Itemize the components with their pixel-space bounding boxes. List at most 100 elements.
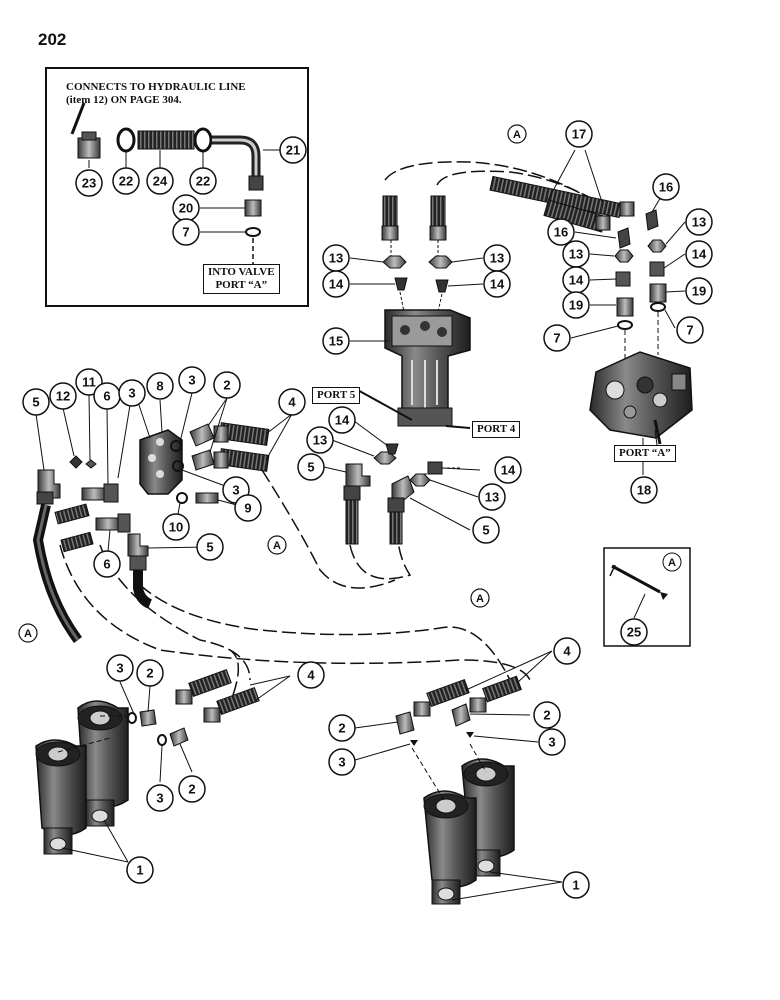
callout-number: 5 — [32, 395, 39, 410]
callout-3: 3 — [178, 366, 206, 394]
callout-3: 3 — [146, 784, 174, 812]
callout-number: 17 — [572, 127, 586, 142]
callout-number: 14 — [692, 247, 707, 262]
callout-number: 7 — [553, 331, 560, 346]
callout-14: 14 — [328, 406, 356, 434]
svg-text:A: A — [24, 628, 32, 640]
callout-24: 24 — [146, 167, 174, 195]
callout-22: 22 — [189, 167, 217, 195]
callout-5: 5 — [297, 453, 325, 481]
callout-3: 3 — [118, 379, 146, 407]
callout-2: 2 — [328, 714, 356, 742]
callout-5: 5 — [22, 388, 50, 416]
callout-15: 15 — [322, 327, 350, 355]
callout-number: 25 — [627, 625, 641, 640]
hose-24 — [137, 130, 195, 150]
ref-marker-a: A — [470, 588, 490, 608]
callout-number: 14 — [335, 413, 350, 428]
callout-number: 2 — [146, 666, 153, 681]
cylinder-left-fittings — [119, 668, 291, 783]
callout-number: 22 — [119, 174, 133, 189]
callout-8: 8 — [146, 372, 174, 400]
callout-number: 20 — [179, 201, 193, 216]
callout-7: 7 — [543, 324, 571, 352]
callout-number: 24 — [153, 174, 168, 189]
cylinder-pair-left — [35, 700, 132, 863]
callout-number: 16 — [659, 180, 673, 195]
callout-number: 6 — [103, 389, 110, 404]
svg-text:A: A — [273, 540, 281, 552]
callout-7: 7 — [172, 218, 200, 246]
callout-number: 3 — [116, 661, 123, 676]
note-into-valve-port-a: INTO VALVE PORT “A” — [203, 264, 280, 294]
callout-5: 5 — [196, 533, 224, 561]
callout-3: 3 — [328, 748, 356, 776]
callout-16: 16 — [547, 218, 575, 246]
callout-number: 12 — [56, 389, 70, 404]
label-port-a: PORT “A” — [614, 445, 676, 462]
hose-clamp-22b — [193, 127, 213, 153]
callout-5: 5 — [472, 516, 500, 544]
line-routing-dashed — [59, 161, 613, 696]
hose-fittings-top-center — [349, 195, 484, 313]
o-ring-7-inset — [245, 227, 261, 237]
adapter-fitting-23 — [77, 131, 101, 159]
callout-number: 23 — [82, 176, 96, 191]
callout-4: 4 — [553, 637, 581, 665]
reference-markers: A A A A A — [18, 124, 682, 643]
note-line-2: (item 12) ON PAGE 304. — [66, 94, 182, 106]
callout-2: 2 — [178, 775, 206, 803]
callout-9: 9 — [234, 494, 262, 522]
callout-19: 19 — [685, 277, 713, 305]
callout-22: 22 — [112, 167, 140, 195]
callout-13: 13 — [322, 244, 350, 272]
callout-13: 13 — [306, 426, 334, 454]
callout-10: 10 — [162, 513, 190, 541]
callout-number: 2 — [188, 782, 195, 797]
callout-number: 21 — [286, 143, 300, 158]
callout-3: 3 — [106, 654, 134, 682]
label-port-5: PORT 5 — [312, 387, 361, 404]
callout-number: 2 — [338, 721, 345, 736]
callout-number: 3 — [188, 373, 195, 388]
callout-21: 21 — [279, 136, 307, 164]
callout-number: 19 — [692, 284, 706, 299]
callout-18: 18 — [630, 476, 658, 504]
fitting-20 — [244, 199, 262, 217]
callout-number: 6 — [103, 557, 110, 572]
callout-number: 14 — [329, 277, 344, 292]
label-port-4: PORT 4 — [472, 421, 521, 438]
callout-20: 20 — [172, 194, 200, 222]
callout-16: 16 — [652, 173, 680, 201]
callout-number: 2 — [543, 708, 550, 723]
right-fittings-stack — [570, 189, 686, 360]
callout-12: 12 — [49, 382, 77, 410]
callout-number: 14 — [490, 277, 505, 292]
inset-ref-marker-a: A — [662, 552, 682, 572]
callout-2: 2 — [136, 659, 164, 687]
callout-14: 14 — [322, 270, 350, 298]
callout-number: 13 — [490, 251, 504, 266]
callout-2: 2 — [533, 701, 561, 729]
callout-number: 4 — [563, 644, 571, 659]
callout-number: 3 — [232, 483, 239, 498]
callout-number: 16 — [554, 225, 568, 240]
callout-7: 7 — [676, 316, 704, 344]
callout-1: 1 — [562, 871, 590, 899]
tube-21 — [212, 135, 261, 176]
inset-tie-wrap — [603, 547, 691, 647]
callout-number: 5 — [482, 523, 489, 538]
valve-line-2: PORT “A” — [215, 279, 268, 291]
callout-number: 13 — [329, 251, 343, 266]
callout-3: 3 — [538, 728, 566, 756]
callout-13: 13 — [685, 208, 713, 236]
note-line-1: CONNECTS TO HYDRAULIC LINE — [66, 81, 246, 93]
callout-number: 8 — [156, 379, 163, 394]
callout-number: 5 — [307, 460, 314, 475]
callout-14: 14 — [483, 270, 511, 298]
svg-text:A: A — [513, 129, 521, 141]
callout-14: 14 — [685, 240, 713, 268]
port-fittings-center — [323, 387, 481, 545]
callout-number: 3 — [128, 386, 135, 401]
